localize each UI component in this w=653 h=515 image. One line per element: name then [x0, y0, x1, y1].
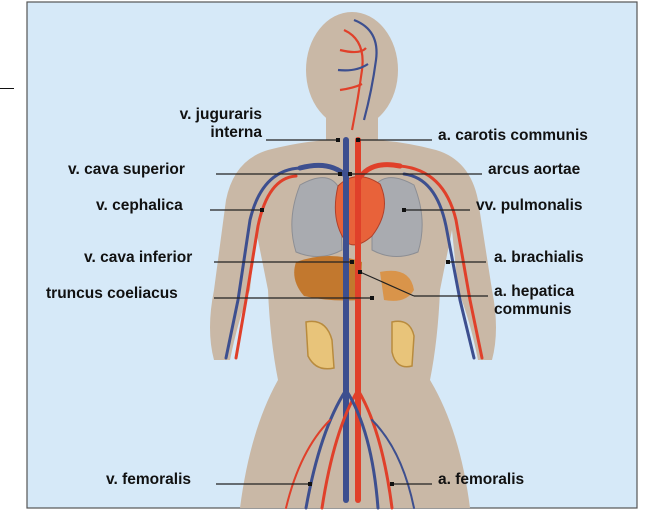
label-v-cava-inferior: v. cava inferior [84, 249, 192, 267]
label-v-femoralis: v. femoralis [106, 471, 191, 489]
label-v-jugularis-line1: v. juguraris [146, 106, 262, 124]
label-arcus-aortae: arcus aortae [488, 161, 580, 179]
label-v-jugularis-line2: interna [146, 124, 262, 142]
label-v-cava-superior: v. cava superior [68, 161, 185, 179]
label-a-hepatica-line2: communis [494, 301, 574, 319]
label-a-brachialis: a. brachialis [494, 249, 584, 267]
label-v-jugularis-interna: v. juguraris interna [146, 106, 262, 142]
left-margin-fragment [0, 88, 14, 89]
label-v-cephalica: v. cephalica [96, 197, 183, 215]
label-a-hepatica-line1: a. hepatica [494, 283, 574, 301]
label-vv-pulmonalis: vv. pulmonalis [476, 197, 583, 215]
label-a-hepatica-communis: a. hepatica communis [494, 283, 574, 319]
label-a-femoralis: a. femoralis [438, 471, 524, 489]
label-a-carotis-communis: a. carotis communis [438, 127, 588, 145]
label-truncus-coeliacus: truncus coeliacus [46, 285, 178, 303]
